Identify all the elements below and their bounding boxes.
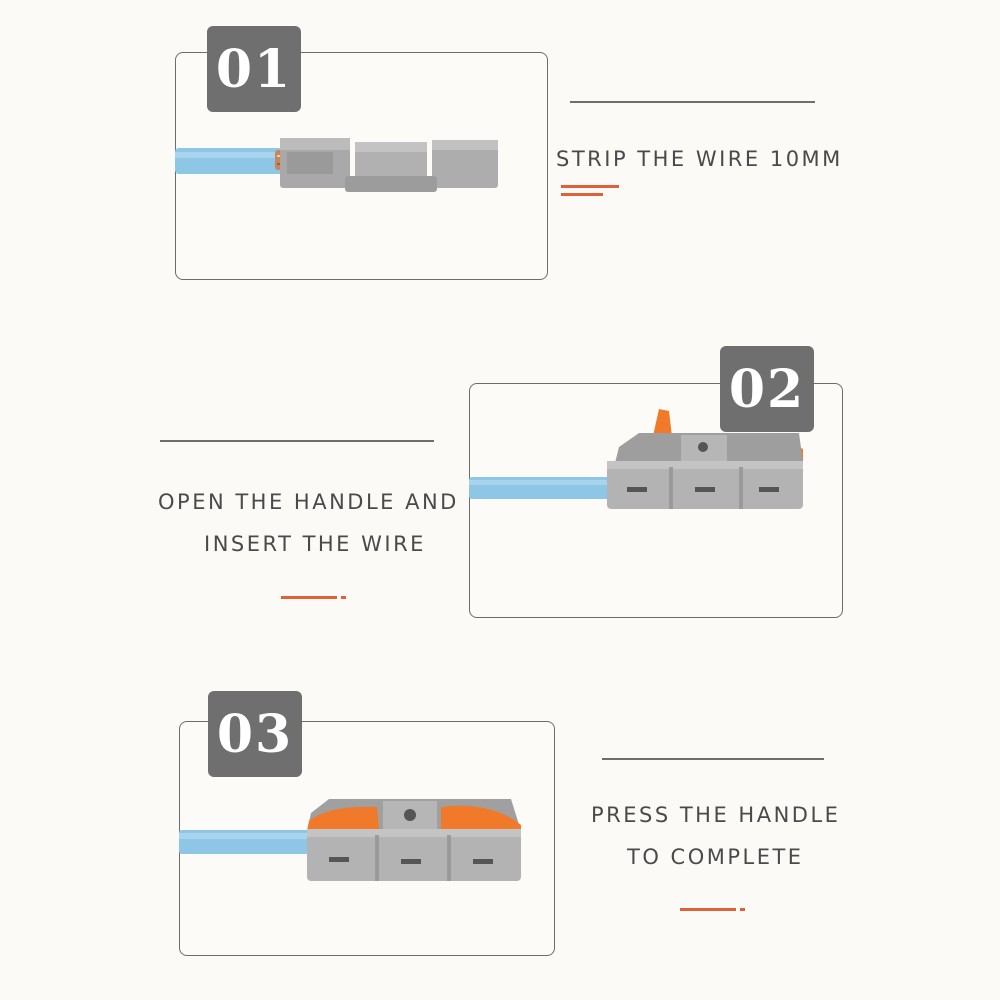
step-2-text: OPEN THE HANDLE AND INSERT THE WIRE (158, 481, 459, 565)
step-1-line-1: STRIP THE WIRE 10MM (556, 147, 843, 171)
step-2-accent-dot (341, 596, 346, 599)
step-2-accent (281, 596, 337, 599)
step-3-line-2: TO COMPLETE (627, 845, 804, 869)
step-1-text: STRIP THE WIRE 10MM (556, 138, 843, 180)
step-1-accent-short (561, 193, 603, 196)
step-3-accent-dot (740, 908, 745, 911)
step-2-line-1: OPEN THE HANDLE AND (158, 490, 459, 514)
test-hole (404, 809, 416, 821)
blue-wire (175, 148, 287, 174)
connector-left-section (280, 138, 350, 188)
connector-front (607, 461, 803, 509)
closed-lever-connector-photo (179, 799, 521, 881)
step-1-top-rule (570, 101, 815, 103)
step-2-top-rule (160, 440, 434, 442)
open-lever-connector-photo (469, 409, 803, 509)
test-hole (698, 442, 708, 452)
step-3-accent (680, 908, 736, 911)
step-badge-01: 01 (207, 26, 301, 112)
connector-right-section (432, 140, 498, 188)
connector-front (307, 829, 521, 881)
closed-orange-lever-left (307, 806, 379, 831)
step-badge-03: 03 (208, 691, 302, 777)
step-3-text: PRESS THE HANDLE TO COMPLETE (591, 794, 840, 878)
step-3-line-1: PRESS THE HANDLE (591, 803, 841, 827)
stripped-wire-in-connector-photo (175, 138, 498, 192)
step-badge-02: 02 (720, 346, 814, 432)
step-3-top-rule (602, 758, 824, 760)
step-2-line-2: INSERT THE WIRE (204, 532, 426, 556)
step-1-accent-long (561, 185, 619, 188)
